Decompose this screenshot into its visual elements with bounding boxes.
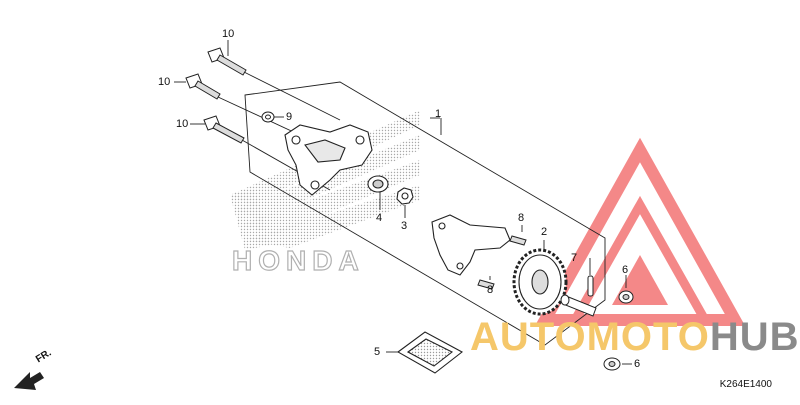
watermark-text-part2: HUB: [709, 315, 800, 359]
screw-part-8-bottom: [477, 279, 495, 290]
diagram-code: K264E1400: [719, 379, 772, 390]
callout-10-top: 10: [222, 28, 235, 40]
callout-6-bottom: 6: [634, 358, 641, 370]
callout-1: 1: [435, 108, 442, 120]
inner-rotor-part-4: [367, 175, 389, 193]
callout-8-top: 8: [518, 212, 525, 224]
callout-2: 2: [541, 226, 548, 238]
watermark-text-part1: AUTOMOTO: [470, 315, 710, 359]
washer-part-9: [261, 111, 275, 123]
callout-5: 5: [374, 346, 381, 358]
oil-pump-body: [284, 124, 373, 196]
callout-10-middle: 10: [158, 76, 171, 88]
dowel-pin-part-6-bottom: [603, 357, 621, 371]
leader-lines: [174, 40, 632, 365]
watermark-triangle-logo: [534, 137, 746, 326]
callout-6-top: 6: [622, 264, 629, 276]
bolt-part-10-top: [207, 47, 247, 76]
bolt-part-10-middle: [185, 73, 221, 100]
driven-sprocket-part-2: [512, 248, 568, 316]
watermark-text: AUTOMOTOHUB: [470, 317, 800, 357]
screw-part-8-top: [509, 235, 527, 246]
callout-9: 9: [286, 111, 293, 123]
pin-part-7: [587, 275, 594, 297]
oil-strainer-part-5: [396, 331, 464, 374]
assembly-outline: [244, 81, 606, 346]
pump-shaft: [560, 294, 597, 317]
callout-7: 7: [571, 252, 578, 264]
honda-logo-text: HONDA: [232, 245, 365, 276]
bolt-part-10-bottom: [203, 115, 245, 144]
dowel-pin-part-6-top: [618, 290, 634, 304]
front-arrow-icon: [14, 372, 44, 390]
callout-3: 3: [401, 220, 408, 232]
callout-4: 4: [376, 212, 383, 224]
pump-cover-plate: [431, 214, 511, 276]
callout-10-bottom: 10: [176, 118, 189, 130]
outer-rotor-part-3: [396, 187, 414, 205]
callout-8-bottom: 8: [487, 284, 494, 296]
